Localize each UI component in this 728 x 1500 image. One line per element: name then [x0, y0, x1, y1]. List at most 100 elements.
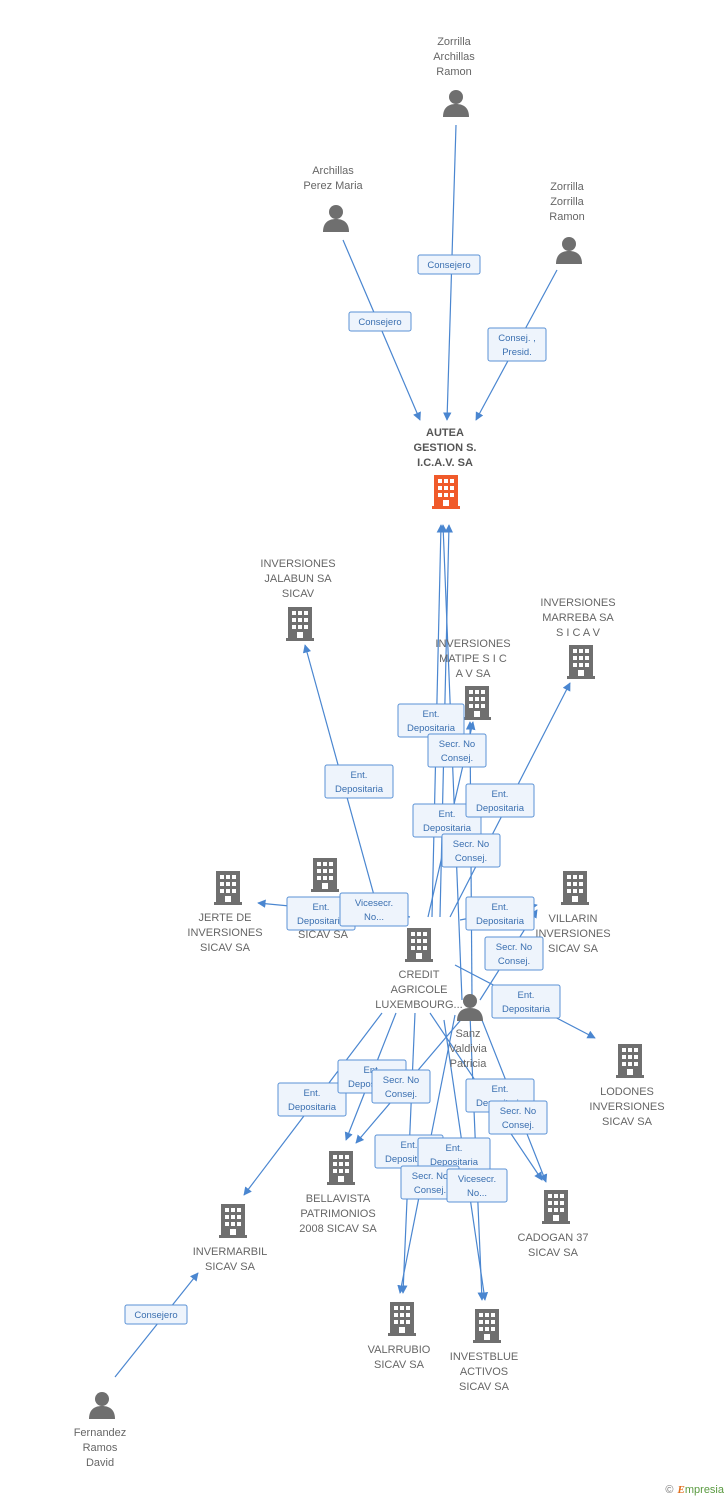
edge-label-e10[interactable]: Ent.Depositaria	[465, 783, 535, 818]
edge-label-text: Ent.	[401, 1140, 418, 1151]
edge-label-box	[446, 1168, 508, 1203]
edge-label-box	[491, 984, 561, 1019]
edge-label-e4[interactable]: Ent.Depositaria	[397, 703, 465, 738]
edge-label-e24[interactable]: Vicesecr.No...	[446, 1168, 508, 1203]
edge-label-text: Secr. No	[496, 942, 532, 953]
node-label-text: MARREBA SA	[542, 612, 614, 624]
node-label-text: Ramon	[436, 66, 471, 78]
edge-label-text: No...	[364, 912, 384, 923]
edge-label-box	[324, 764, 394, 799]
node-label-text: GESTION S.	[414, 442, 477, 454]
edge-label-e8[interactable]: Ent. Depositaria	[412, 803, 482, 838]
brand-initial: E	[677, 1484, 685, 1496]
edge-label-text: Secr. No	[500, 1106, 536, 1117]
node-label-text: SICAV SA	[548, 943, 599, 955]
edge-label-text: Secr. No	[453, 839, 489, 850]
node-label-text: SICAV SA	[528, 1247, 579, 1259]
edge-label-text: Ent.	[351, 770, 368, 781]
edge-label-e1[interactable]: Consejero	[348, 311, 412, 332]
edge-label-text: Secr. No	[383, 1075, 419, 1086]
building-icon	[567, 645, 595, 679]
edge-label-text: Depositaria	[476, 916, 525, 927]
node-credit[interactable]: CREDITAGRICOLELUXEMBOURG...	[375, 928, 463, 1011]
node-label-text: CADOGAN 37	[518, 1232, 589, 1244]
edge-label-text: Ent.	[439, 809, 456, 820]
person-icon	[323, 205, 349, 232]
edge-label-e6[interactable]: Ent.Depositaria	[324, 764, 394, 799]
edge-label-text: Consej.	[385, 1089, 417, 1100]
edge-label-e2[interactable]: Consejero	[417, 254, 481, 275]
building-icon	[542, 1190, 570, 1224]
node-label-text: ACTIVOS	[460, 1366, 508, 1378]
edge-label-e13[interactable]: Ent. Depositaria	[465, 896, 535, 931]
building-icon	[327, 1151, 355, 1185]
edge-label-e3[interactable]: Consej. ,Presid.	[487, 327, 547, 362]
node-label-text: JERTE DE	[199, 912, 252, 924]
edge-label-box	[427, 733, 487, 768]
edge-label-box	[348, 311, 412, 332]
edge-label-e16[interactable]: Ent.Depositaria	[277, 1082, 347, 1117]
node-label-text: Patricia	[450, 1058, 488, 1070]
node-sicav-mid[interactable]: SICAV SA	[298, 858, 349, 941]
edge-label-text: Vicesecr.	[458, 1174, 496, 1185]
node-label-text: SICAV SA	[298, 929, 349, 941]
empresia-footer[interactable]: ©Empresia	[665, 1484, 724, 1496]
edge-label-box	[277, 1082, 347, 1117]
node-label-text: BELLAVISTA	[306, 1193, 371, 1205]
node-cadogan[interactable]: CADOGAN 37 SICAV SA	[518, 1190, 589, 1259]
edge-label-text: Ent.	[446, 1143, 463, 1154]
copyright-symbol: ©	[665, 1484, 674, 1496]
edge-label-box	[484, 936, 544, 971]
node-label-text: CREDIT	[399, 969, 440, 981]
building-icon	[219, 1204, 247, 1238]
edge-label-e25[interactable]: Consejero	[124, 1304, 188, 1325]
edge-label-e15[interactable]: Ent.Depositaria	[491, 984, 561, 1019]
edge-label-text: Consejero	[427, 260, 470, 271]
edge-label-text: Depositaria	[423, 823, 472, 834]
node-label-text: David	[86, 1457, 114, 1469]
edge-label-text: Depositaria	[297, 916, 346, 927]
building-icon	[473, 1309, 501, 1343]
building-icon	[311, 858, 339, 892]
edge-label-text: Ent.	[304, 1088, 321, 1099]
node-label-text: INVERSIONES	[589, 1101, 664, 1113]
edge-label-text: Ent.	[492, 902, 509, 913]
node-label-text: Archillas	[433, 51, 475, 63]
node-label-text: Ramos	[83, 1442, 118, 1454]
edge-label-text: Consej. ,	[498, 333, 536, 344]
edge-label-e12[interactable]: Vicesecr.No...	[339, 892, 409, 927]
edge-label-box	[487, 327, 547, 362]
node-label-text: Zorrilla	[550, 181, 584, 193]
node-label-text: VALRRUBIO	[368, 1344, 431, 1356]
node-label-text: INVERSIONES	[435, 638, 510, 650]
edge-label-text: Secr. No	[439, 739, 475, 750]
node-label-text: SICAV SA	[602, 1116, 653, 1128]
edge-label-text: Depositaria	[502, 1004, 551, 1015]
building-icon	[561, 871, 589, 905]
edge-label-e18[interactable]: Secr. No Consej.	[371, 1069, 431, 1104]
edge-label-text: Secr. No	[412, 1171, 448, 1182]
